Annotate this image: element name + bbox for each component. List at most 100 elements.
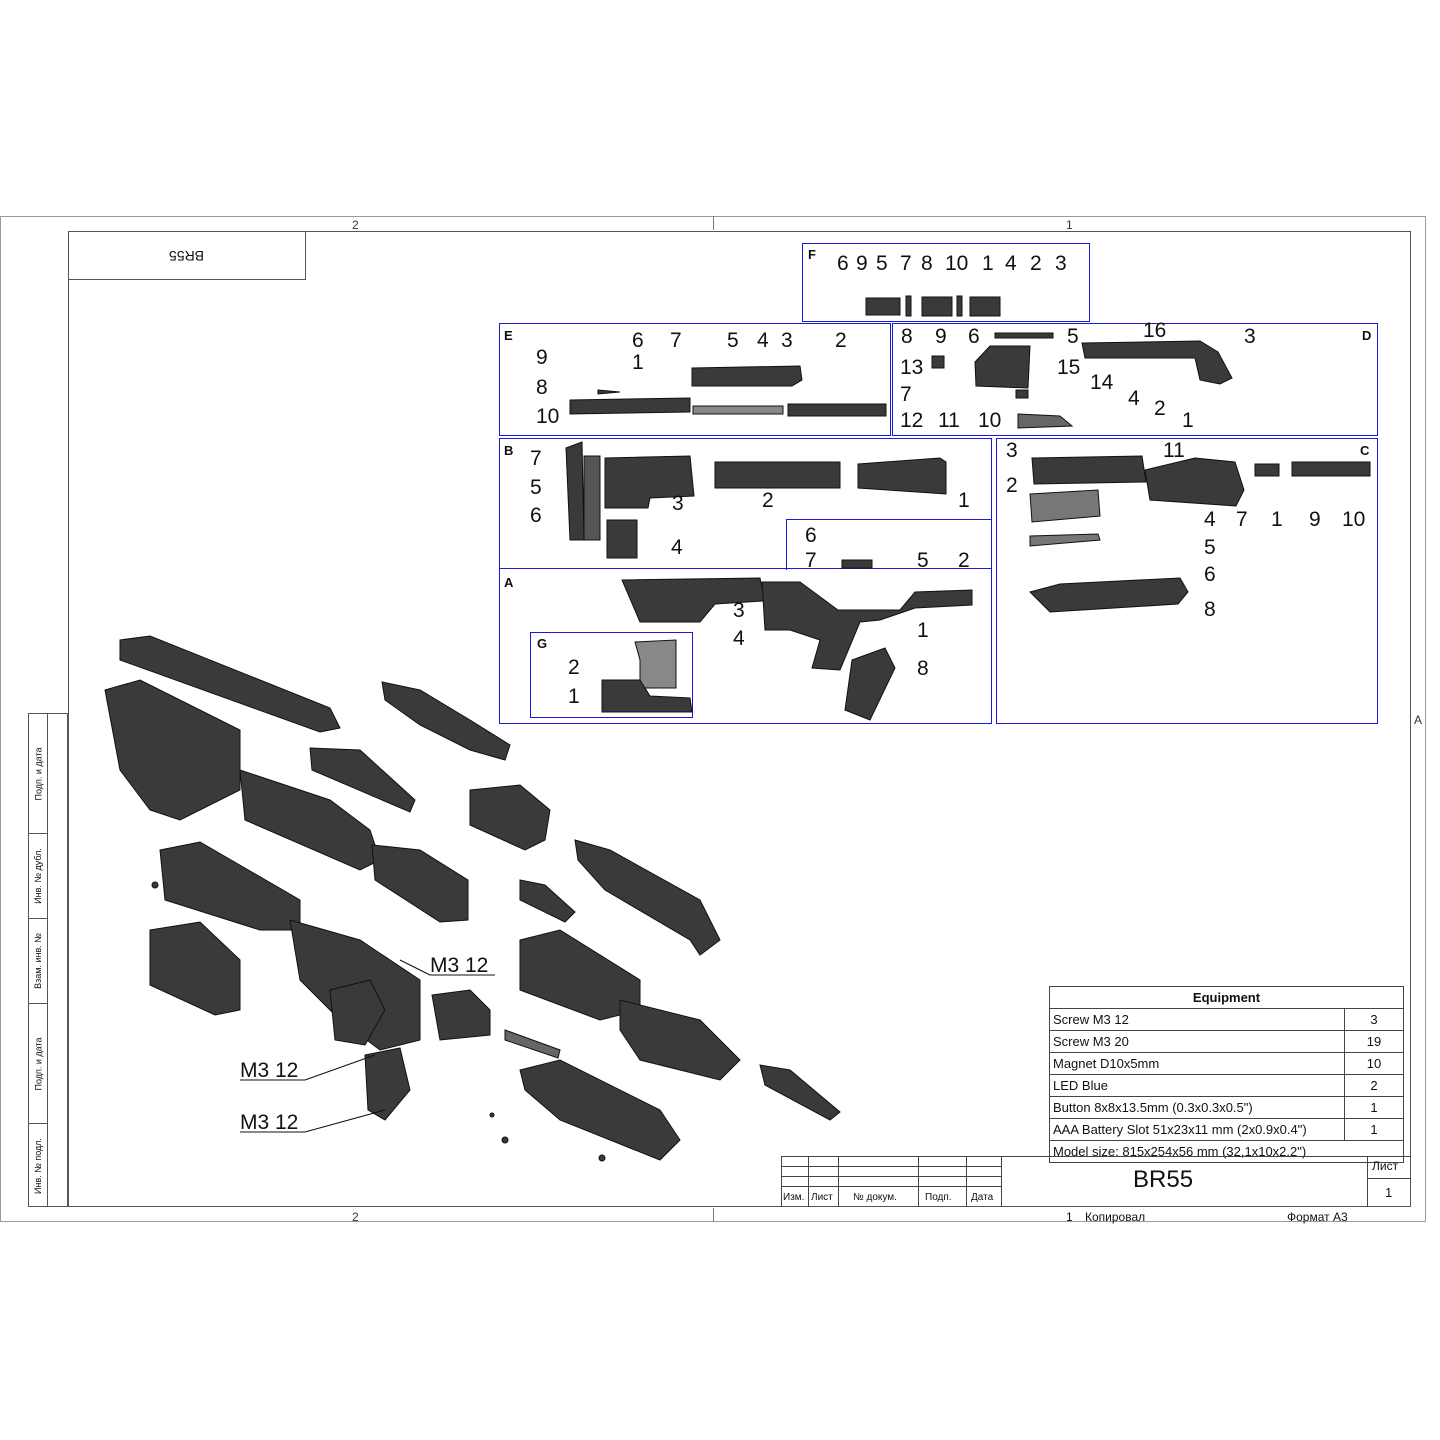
b-part-1 [857,457,947,495]
side-cell-1: Подп. и дата [29,714,47,834]
b-num-6: 1 [958,489,970,512]
b-num-2: 5 [530,476,542,499]
title-block: Изм. Лист № докум. Подп. Дата BR55 Лист … [781,1156,1411,1207]
format-label: Формат A3 [1287,1210,1348,1224]
d-num-14: 11 [938,409,960,432]
d-num-12: 2 [1154,397,1166,420]
equipment-title: Equipment [1049,986,1404,1009]
d-part-wedge [1017,413,1074,429]
tb-sheet-label: Лист [1372,1159,1399,1173]
a-num-1: 6 [805,524,817,547]
c-part-9 [1254,463,1280,477]
side-cell-3: Взам. инв. № [29,919,47,1004]
e-part-rod [692,405,784,415]
d-num-3: 6 [968,325,980,348]
assy-rail-segment [309,747,416,813]
d-num-1: 8 [901,325,913,348]
model-size: Model size: 815x254x56 mm (32,1x10x2.2") [1049,1140,1404,1163]
g-part-1 [601,679,693,713]
f-num-10: 3 [1055,252,1067,275]
d-num-10: 7 [900,383,912,406]
tb-header-sign: Подп. [925,1192,952,1203]
assy-carry-handle [574,839,721,956]
a-part-receiver [621,577,779,623]
b-num-7: 4 [671,536,683,559]
zone-right-A: A [1414,713,1423,727]
zone-top-2: 2 [352,218,359,232]
section-b-box [499,438,992,569]
zone-divider-bottom [713,1208,714,1222]
a-part-grip [844,647,896,721]
section-d-box [892,323,1378,436]
d-num-15: 10 [978,409,1002,432]
tb-header-izm: Изм. [783,1192,805,1203]
leader-lines [240,959,495,1133]
tb-header-date: Дата [971,1192,994,1203]
side-strip: Подп. и дата Инв. № дубл. Взам. инв. № П… [28,713,68,1207]
assy-screw-1 [151,881,159,889]
b-part-7 [565,441,585,541]
e-part-upper-rail [691,365,803,387]
f-num-3: 5 [876,252,888,275]
c-num-10: 6 [1204,563,1216,586]
d-part-cube [931,355,945,369]
e-part-spring [597,389,621,395]
c-part-10 [1291,461,1371,477]
e-num-7: 9 [536,346,548,369]
a-part-plate [841,559,873,569]
zone-bottom-2: 2 [352,1210,359,1224]
c-num-6: 1 [1271,508,1283,531]
f-num-4: 7 [900,252,912,275]
b-part-4 [606,519,638,559]
section-a-letter: A [504,575,514,590]
assy-stock-end [371,844,469,923]
b-num-5: 2 [762,489,774,512]
zone-divider-top [713,216,714,230]
copied-number: 1 [1066,1210,1073,1224]
d-num-4: 5 [1067,325,1079,348]
f-part-1 [865,297,901,316]
g-num-2: 1 [568,685,580,708]
zone-top-1: 1 [1066,218,1073,232]
callout-m3-12-1: M3 12 [430,954,489,977]
assy-butt [149,921,241,1016]
section-c-letter: C [1360,443,1370,458]
e-num-10: 10 [536,405,560,428]
f-part-4 [905,295,912,317]
b-num-3: 6 [530,504,542,527]
callout-m3-12-3: M3 12 [240,1111,299,1134]
a-num-8: 8 [917,657,929,680]
d-num-9: 14 [1090,371,1114,394]
a-num-5: 3 [733,599,745,622]
f-num-9: 2 [1030,252,1042,275]
f-num-7: 1 [982,252,994,275]
e-num-2: 7 [670,329,682,352]
c-num-5: 7 [1236,508,1248,531]
assy-wedge [519,879,576,923]
assy-front [619,999,741,1081]
a-part-lower [761,581,973,671]
e-num-5: 3 [781,329,793,352]
c-num-7: 9 [1309,508,1321,531]
section-c-box [996,438,1378,724]
assy-screw-2 [489,1112,495,1118]
d-num-2: 9 [935,325,947,348]
c-part-6 [1029,533,1101,547]
a-num-3: 5 [917,549,929,572]
f-num-5: 8 [921,252,933,275]
assy-grip-1 [329,979,386,1046]
a-num-6: 4 [733,627,745,650]
drawing-frame [68,231,1411,1207]
d-num-13: 12 [900,409,924,432]
c-num-3: 2 [1006,474,1018,497]
section-f-box [802,243,1090,322]
f-num-6: 10 [945,252,969,275]
d-num-7: 13 [900,356,924,379]
d-part-handle [1081,340,1233,385]
f-num-8: 4 [1005,252,1017,275]
f-num-1: 6 [837,252,849,275]
assy-grip-2 [364,1047,411,1121]
